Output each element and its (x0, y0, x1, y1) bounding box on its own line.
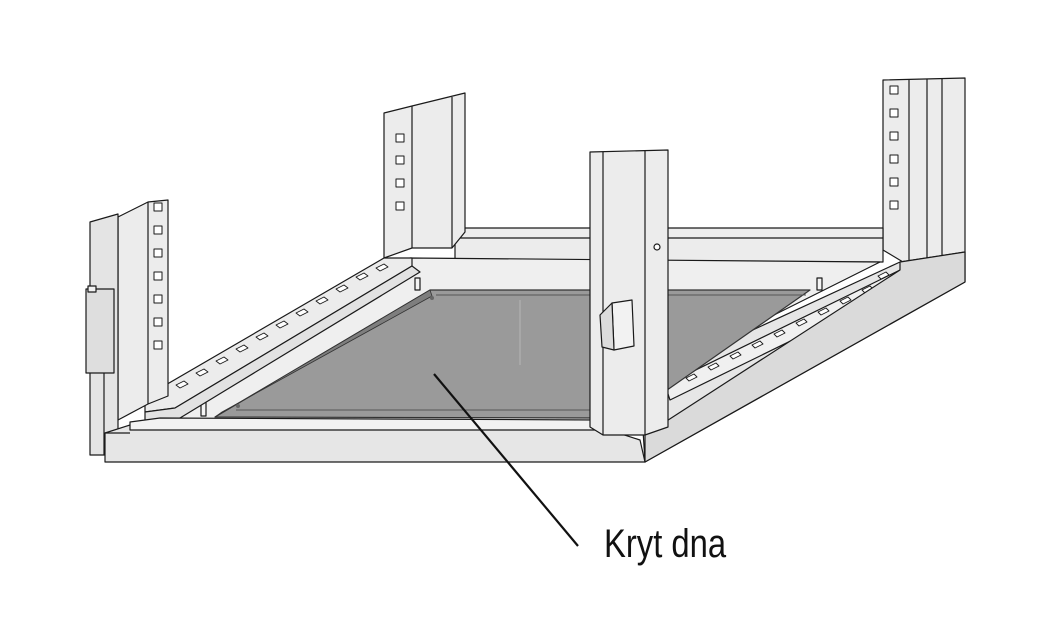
left-side-rail (144, 257, 421, 426)
mounting-pins (200, 277, 823, 417)
back-left-upright (383, 92, 466, 259)
left-hinge-post (85, 213, 119, 456)
upright-handle-bracket (599, 299, 635, 351)
front-right-upright (589, 149, 669, 436)
front-left-upright (117, 199, 169, 421)
callout-leader-line (433, 373, 579, 547)
back-right-upright (882, 77, 966, 263)
callout-label-floor-cover: Kryt dna (604, 522, 727, 566)
back-rail (454, 227, 884, 263)
front-base-plate (104, 417, 646, 463)
